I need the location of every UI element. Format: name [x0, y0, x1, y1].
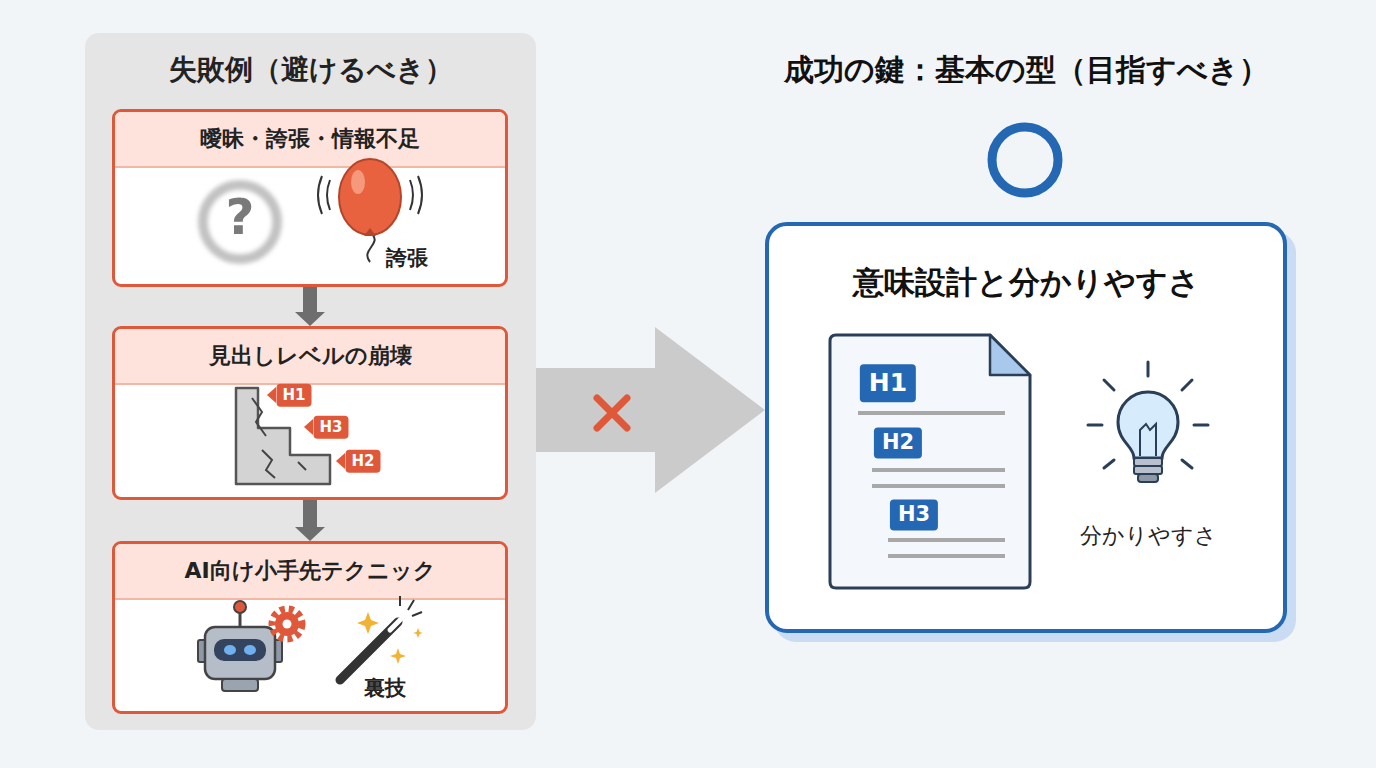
box-heading: 見出しレベルの崩壊	[115, 329, 505, 385]
balloon-icon	[318, 159, 422, 262]
broken-stairs-part	[236, 388, 330, 484]
section-heading: 成功の鍵：基本の型（目指すべき）	[679, 54, 1373, 86]
balloon-icon-part	[418, 176, 422, 214]
robot-icon-part	[239, 610, 242, 628]
box-heading: AI向け小手先テクニック	[115, 544, 505, 600]
lightbulb-icon-part	[1140, 424, 1156, 456]
gear-icon	[272, 609, 302, 639]
arrow-shape	[295, 500, 325, 541]
magic-wand-part	[340, 622, 398, 680]
lightbulb-icon-part	[1088, 424, 1102, 427]
broken-stairs-part	[252, 398, 266, 436]
cross-mark-part	[597, 398, 627, 428]
robot-icon-part	[224, 645, 236, 655]
robot-icon-part	[222, 679, 258, 691]
document-icon	[830, 335, 1030, 588]
robot-icon	[198, 601, 282, 691]
question-icon-part	[203, 185, 277, 259]
broken-stairs-part	[298, 462, 306, 470]
group-panel: 失敗例（避けるべき） 曖昧・誇張・情報不足見出しレベルの崩壊 AI向け小手先テクニッ…	[85, 33, 536, 730]
lightbulb-icon-part	[1194, 424, 1208, 427]
magic-wand-part	[390, 620, 400, 630]
gear-icon-part	[272, 609, 302, 639]
cross-mark-part	[597, 398, 627, 428]
magic-wand-part	[357, 612, 379, 634]
big-arrow	[536, 327, 765, 493]
robot-icon-part	[234, 601, 246, 613]
robot-icon-part	[273, 640, 282, 662]
broken-stairs-part	[262, 450, 275, 478]
magic-wand-part	[412, 612, 422, 616]
lightbulb-icon-part	[1182, 380, 1192, 390]
robot-icon-part	[244, 645, 256, 655]
question-icon	[203, 185, 277, 259]
balloon-icon-part	[339, 159, 401, 235]
robot-icon-part	[198, 640, 207, 662]
balloon-icon-part	[327, 180, 330, 210]
success-ring	[992, 127, 1058, 193]
document-icon-part	[888, 538, 1005, 542]
arrow-shape	[536, 327, 765, 493]
lightbulb-icon-part	[1134, 466, 1162, 474]
flow-arrow	[295, 500, 325, 541]
lightbulb-icon-part	[1104, 460, 1114, 468]
lightbulb-icon-part	[1104, 380, 1114, 390]
robot-icon-part	[214, 639, 266, 661]
magic-wand-part	[390, 648, 406, 664]
tag-pointer	[267, 387, 345, 469]
document-icon-part	[888, 554, 1005, 558]
lightbulb-icon-part	[1138, 474, 1158, 482]
magic-wand-part	[408, 600, 414, 610]
magic-wand	[340, 596, 423, 680]
process-box: 見出しレベルの崩壊	[112, 326, 508, 500]
balloon-icon-part	[367, 234, 374, 262]
tag-pointer-part	[336, 453, 345, 469]
gear-icon-part	[275, 612, 299, 636]
lightbulb-icon-part	[1147, 362, 1150, 376]
lightbulb-icon-part	[1134, 458, 1162, 466]
tag-pointer-part	[267, 387, 276, 403]
gear-icon-part	[283, 620, 292, 629]
lightbulb-icon-part	[1118, 392, 1178, 458]
lightbulb-icon-part	[1182, 460, 1192, 468]
box-heading: 意味設計と分かりやすさ	[769, 262, 1283, 302]
panel-heading: 失敗例（避けるべき）	[85, 50, 536, 90]
cross-mark	[597, 398, 627, 428]
document-icon-part	[872, 484, 1005, 488]
box-heading: 曖昧・誇張・情報不足	[115, 112, 505, 168]
balloon-icon-part	[318, 176, 322, 214]
document-icon-part	[830, 335, 1030, 588]
balloon-icon-part	[364, 228, 376, 236]
magic-wand-part	[413, 628, 423, 638]
flow-arrow	[295, 287, 325, 326]
document-icon-part	[858, 411, 1005, 415]
magic-wand-part	[399, 596, 401, 606]
balloon-icon-part	[351, 170, 365, 194]
tag-pointer-part	[304, 419, 313, 435]
success-ring-part	[992, 127, 1058, 193]
result-box: 成功の鍵：基本の型（目指すべき）意味設計と分かりやすさ	[765, 222, 1287, 633]
document-icon-part	[990, 335, 1030, 375]
document-icon-part	[872, 468, 1005, 472]
process-box: AI向け小手先テクニック	[112, 541, 508, 714]
arrow-shape	[295, 287, 325, 326]
robot-icon-part	[205, 627, 275, 679]
lightbulb-icon	[1088, 362, 1208, 482]
broken-stairs	[236, 388, 330, 484]
process-box: 曖昧・誇張・情報不足	[112, 109, 508, 287]
balloon-icon-part	[410, 180, 413, 210]
